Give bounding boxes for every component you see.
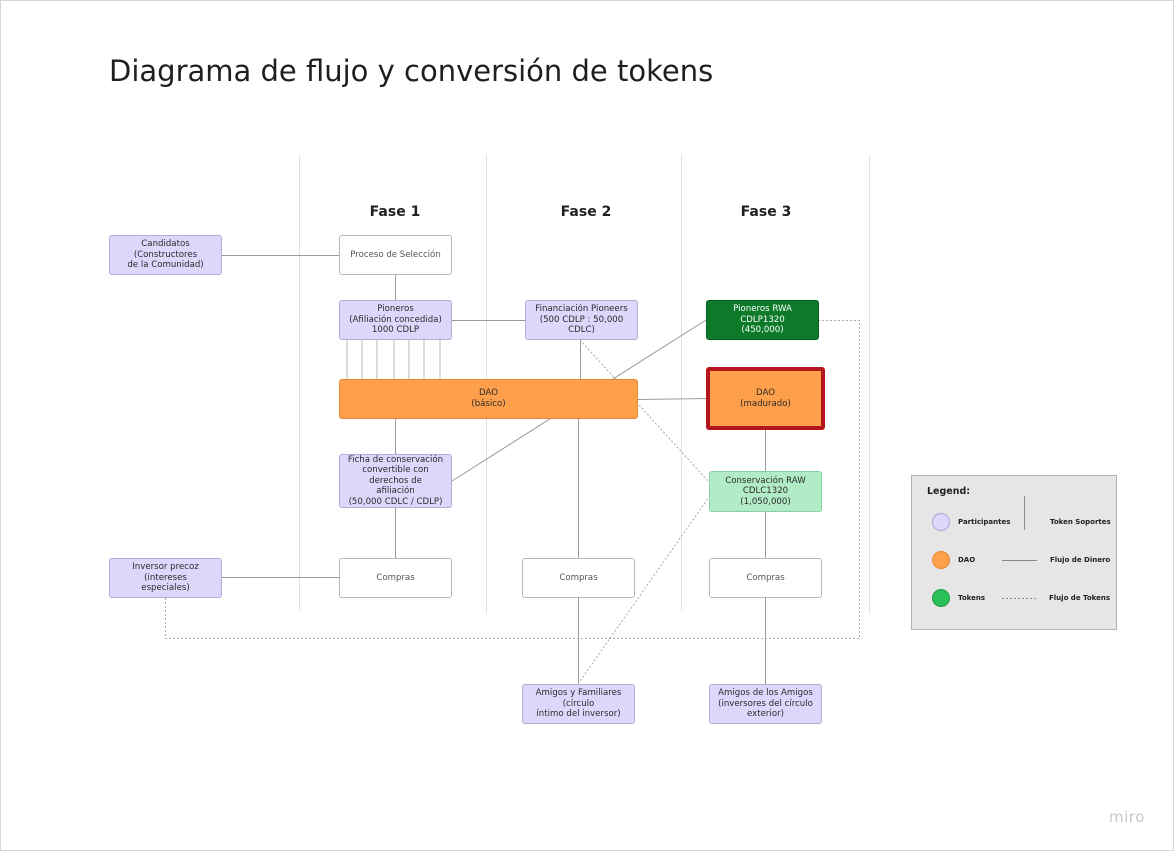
legend-panel: Legend: Participantes DAO Tokens Token S… xyxy=(911,475,1117,630)
node-dao-basico[interactable]: DAO (básico) xyxy=(339,379,638,419)
node-amigos-familiares[interactable]: Amigos y Familiares (círculo íntimo del … xyxy=(522,684,635,724)
diagram-title: Diagrama de flujo y conversión de tokens xyxy=(109,54,714,88)
node-candidatos[interactable]: Candidatos (Constructores de la Comunida… xyxy=(109,235,222,275)
connector xyxy=(636,398,709,400)
miro-watermark: miro xyxy=(1109,808,1145,826)
legend-dao-swatch xyxy=(932,551,950,569)
node-pioneros-rwa[interactable]: Pioneros RWA CDLP1320 (450,000) xyxy=(706,300,819,340)
legend-line-samples xyxy=(1002,496,1037,599)
node-dao-madurado[interactable]: DAO (madurado) xyxy=(706,367,825,430)
legend-participantes-label: Participantes xyxy=(958,518,1011,526)
node-pioneros[interactable]: Pioneros (Afiliación concedida) 1000 CDL… xyxy=(339,300,452,340)
legend-dao-label: DAO xyxy=(958,556,976,564)
legend-token-soportes-label: Token Soportes xyxy=(1050,518,1111,526)
node-compras-fase1[interactable]: Compras xyxy=(339,558,452,598)
legend-flujo-dinero-label: Flujo de Dinero xyxy=(1050,556,1111,564)
legend-flujo-tokens-label: Flujo de Tokens xyxy=(1049,594,1111,602)
legend-title: Legend: xyxy=(927,486,971,497)
node-ficha-conservacion[interactable]: Ficha de conservación convertible con de… xyxy=(339,454,452,508)
phase-3-header: Fase 3 xyxy=(740,204,792,220)
node-compras-fase2[interactable]: Compras xyxy=(522,558,635,598)
legend-tokens-label: Tokens xyxy=(958,594,986,602)
node-proceso-seleccion[interactable]: Proceso de Selección xyxy=(339,235,452,275)
node-financiacion-pioneers[interactable]: Financiación Pioneers (500 CDLP : 50,000… xyxy=(525,300,638,340)
phase-2-header: Fase 2 xyxy=(560,204,612,220)
phase-1-header: Fase 1 xyxy=(369,204,421,220)
node-inversor-precoz[interactable]: Inversor precoz (intereses especiales) xyxy=(109,558,222,598)
legend-participantes-swatch xyxy=(932,513,950,531)
legend-tokens-swatch xyxy=(932,589,950,607)
node-compras-fase3[interactable]: Compras xyxy=(709,558,822,598)
node-amigos-de-amigos[interactable]: Amigos de los Amigos (inversores del cír… xyxy=(709,684,822,724)
node-conservacion-raw[interactable]: Conservación RAW CDLC1320 (1,050,000) xyxy=(709,471,822,512)
